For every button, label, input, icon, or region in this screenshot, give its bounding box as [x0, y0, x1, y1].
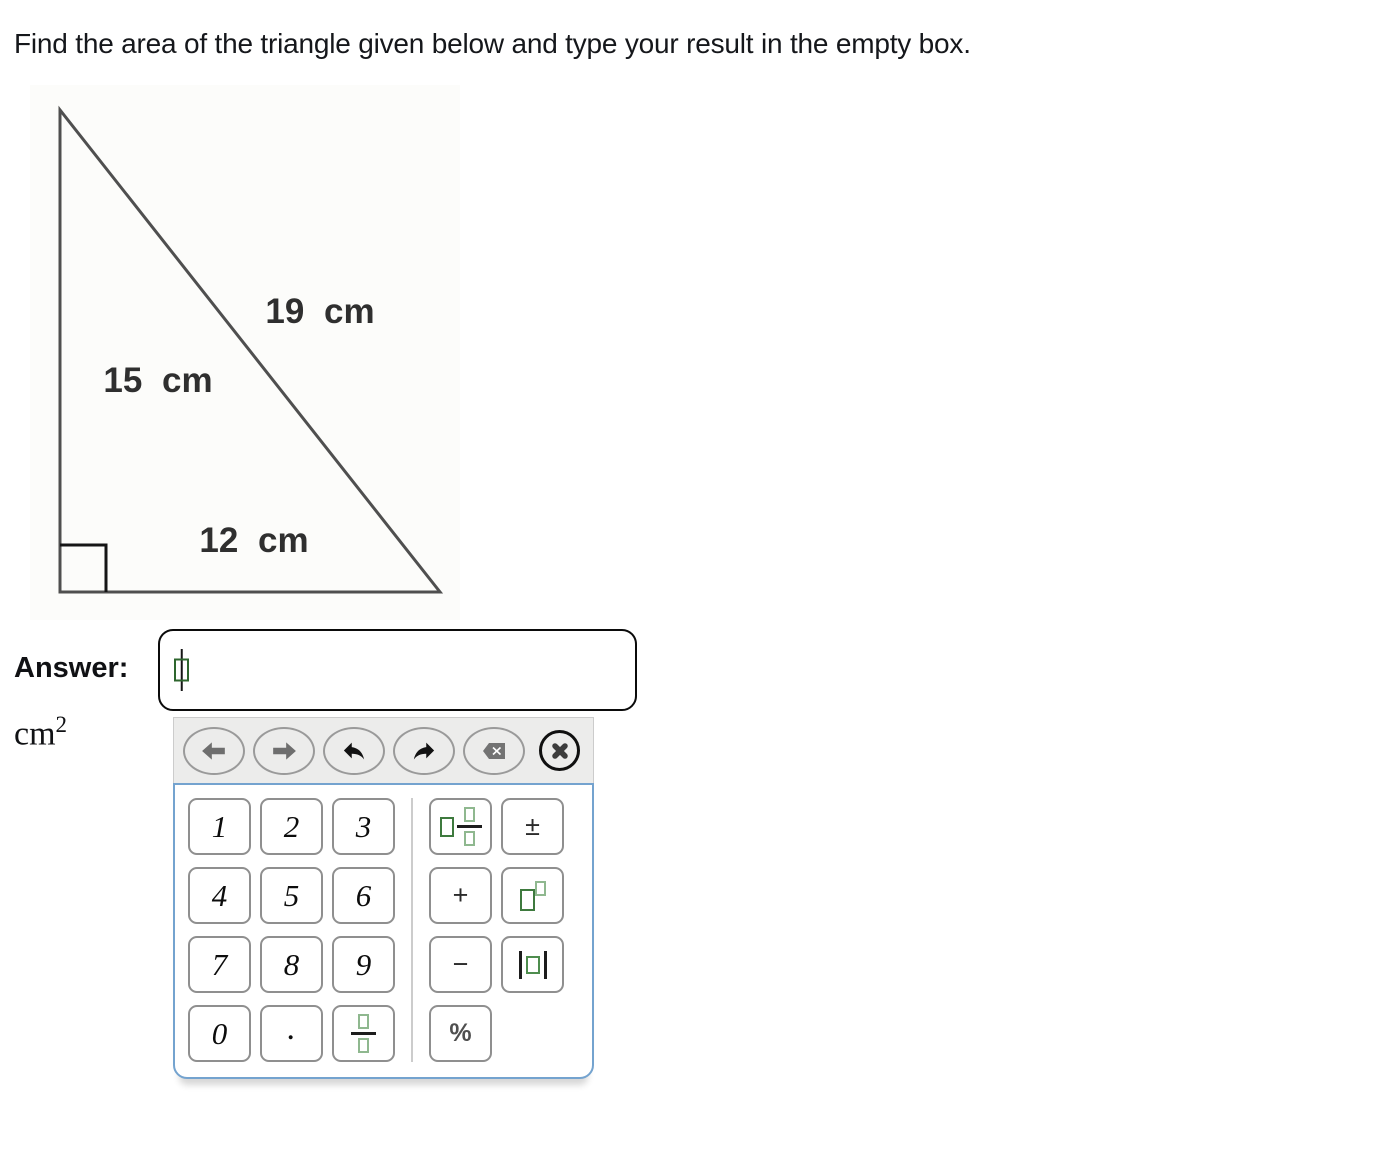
key-mixed-fraction[interactable]	[429, 798, 492, 855]
key-minus[interactable]: −	[429, 936, 492, 993]
hypotenuse-label: 19 cm	[265, 292, 374, 331]
undo-button[interactable]	[323, 726, 385, 775]
move-cursor-left-button[interactable]	[183, 726, 245, 775]
key-3[interactable]: 3	[332, 798, 395, 855]
math-cursor	[173, 649, 190, 691]
caret-line	[180, 649, 183, 691]
undo-icon	[343, 742, 365, 760]
mixed-fraction-icon	[439, 807, 482, 846]
key-plus[interactable]: +	[429, 867, 492, 924]
redo-icon	[413, 742, 435, 760]
base-label: 12 cm	[199, 521, 308, 560]
empty-placeholder-box-icon	[174, 658, 189, 682]
triangle-figure: 19 cm 15 cm 12 cm	[30, 85, 460, 620]
triangle-outline	[58, 105, 444, 594]
exponent-icon	[519, 880, 546, 911]
key-absolute-value[interactable]	[501, 936, 564, 993]
keypad-toolbar	[173, 717, 594, 783]
absolute-value-icon	[518, 950, 547, 979]
key-5[interactable]: 5	[260, 867, 323, 924]
height-label: 15 cm	[103, 361, 212, 400]
backspace-button[interactable]	[463, 726, 525, 775]
math-keypad: 1 2 3 4 5 6 7 8 9 0 .	[173, 717, 594, 1079]
key-fraction[interactable]	[332, 1005, 395, 1062]
keypad-keys: 1 2 3 4 5 6 7 8 9 0 .	[173, 783, 594, 1079]
unit-label: cm2	[14, 712, 68, 753]
key-plus-minus[interactable]: ±	[501, 798, 564, 855]
key-6[interactable]: 6	[332, 867, 395, 924]
redo-button[interactable]	[393, 726, 455, 775]
triangle-svg: 19 cm 15 cm 12 cm	[58, 105, 444, 594]
right-angle-marker	[60, 543, 108, 592]
backspace-icon	[483, 742, 505, 759]
key-9[interactable]: 9	[332, 936, 395, 993]
question-text: Find the area of the triangle given belo…	[14, 28, 971, 59]
key-8[interactable]: 8	[260, 936, 323, 993]
close-icon	[551, 742, 568, 759]
key-2[interactable]: 2	[260, 798, 323, 855]
unit-exponent: 2	[55, 712, 68, 737]
answer-label: Answer:	[14, 652, 129, 684]
key-7[interactable]: 7	[188, 936, 251, 993]
key-percent[interactable]: %	[429, 1005, 492, 1062]
keypad-divider	[411, 798, 413, 1062]
key-1[interactable]: 1	[188, 798, 251, 855]
key-exponent[interactable]	[501, 867, 564, 924]
key-decimal-point[interactable]: .	[260, 1005, 323, 1062]
arrow-right-icon	[273, 741, 296, 760]
move-cursor-right-button[interactable]	[253, 726, 315, 775]
key-0[interactable]: 0	[188, 1005, 251, 1062]
fraction-icon	[351, 1014, 376, 1053]
key-4[interactable]: 4	[188, 867, 251, 924]
answer-input[interactable]	[158, 629, 637, 711]
close-keypad-button[interactable]	[539, 730, 580, 771]
arrow-left-icon	[202, 741, 225, 760]
